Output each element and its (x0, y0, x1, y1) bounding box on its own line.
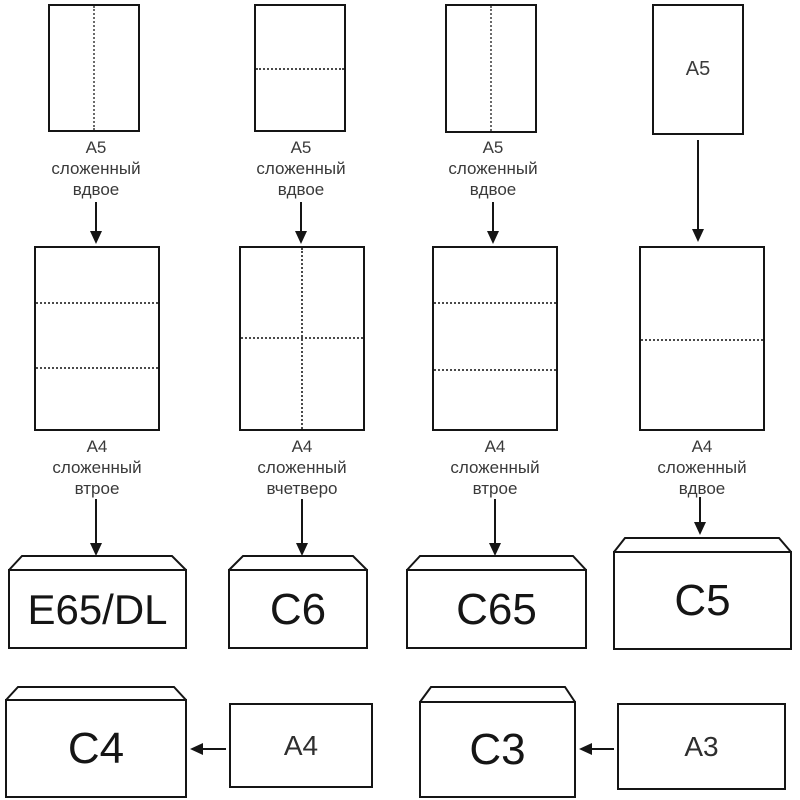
fold-line-horizontal (256, 68, 344, 70)
caption-line: A5 (85, 138, 107, 157)
fold-line-horizontal (434, 369, 556, 372)
caption-line: A5 (482, 138, 504, 157)
envelope-outline (406, 555, 587, 649)
fold-line-vertical (93, 6, 95, 130)
a5-sheet-col2 (254, 4, 346, 132)
envelope-outline (419, 686, 576, 798)
caption-line: вчетверо (266, 479, 338, 498)
envelope-label: C5 (674, 576, 731, 625)
sheet-label: A3 (684, 730, 719, 762)
envelope-c3: C3 (419, 686, 576, 798)
left-arrow (190, 742, 226, 756)
envelope-c6: C6 (228, 555, 368, 649)
envelope-outline (8, 555, 187, 649)
caption-line: A4 (484, 437, 506, 456)
a4-sheet-col1 (34, 246, 160, 431)
envelope-label: C4 (67, 724, 125, 773)
envelope-outline (5, 686, 187, 798)
caption-line: сложенный (52, 458, 142, 477)
sheet-label: A5 (685, 58, 711, 80)
a4-fold-caption-col4: A4 сложенный вдвое (622, 436, 782, 499)
caption-line: A5 (290, 138, 312, 157)
envelope-c65: C65 (406, 555, 587, 649)
a4-sheet-col3 (432, 246, 558, 431)
fold-line-horizontal (36, 367, 158, 370)
down-arrow (89, 202, 103, 244)
a5-fold-caption-col3: A5 сложенный вдвое (423, 137, 563, 200)
envelope-label: C3 (469, 725, 526, 774)
down-arrow (691, 140, 705, 242)
a4-fold-caption-col3: A4 сложенный втрое (415, 436, 575, 499)
caption-line: втрое (74, 479, 120, 498)
envelope-label: C6 (269, 584, 327, 634)
envelope-e65dl: E65/DL (8, 555, 187, 649)
caption-line: сложенный (448, 159, 538, 178)
fold-line-horizontal (434, 302, 556, 305)
a5-fold-caption-col2: A5 сложенный вдвое (231, 137, 371, 200)
down-arrow (89, 499, 103, 556)
envelope-label: E65/DL (27, 585, 168, 633)
a5-sheet-col4: A5 (652, 4, 744, 135)
caption-line: A4 (691, 437, 713, 456)
a4-fold-caption-col1: A4 сложенный втрое (17, 436, 177, 499)
down-arrow (294, 202, 308, 244)
down-arrow (295, 499, 309, 556)
envelope-outline (228, 555, 368, 649)
a5-sheet-col3 (445, 4, 537, 133)
down-arrow (486, 202, 500, 244)
down-arrow (693, 497, 707, 535)
sheet-label: A4 (283, 729, 319, 761)
caption-line: сложенный (51, 159, 141, 178)
a5-fold-caption-col1: A5 сложенный вдвое (26, 137, 166, 200)
a4-sheet-col4 (639, 246, 765, 431)
caption-line: сложенный (257, 458, 347, 477)
caption-line: втрое (472, 479, 518, 498)
caption-line: сложенный (450, 458, 540, 477)
fold-line-vertical (301, 248, 303, 429)
caption-line: сложенный (256, 159, 346, 178)
envelope-c5: C5 (613, 537, 792, 650)
fold-line-horizontal (36, 302, 158, 305)
caption-line: вдвое (277, 180, 325, 199)
caption-line: вдвое (678, 479, 726, 498)
caption-line: сложенный (657, 458, 747, 477)
fold-line-vertical (490, 6, 492, 131)
envelope-outline (613, 537, 792, 650)
a5-sheet-col1 (48, 4, 140, 132)
a4-fold-caption-col2: A4 сложенный вчетверо (222, 436, 382, 499)
a4-sheet-flat: A4 (229, 703, 373, 788)
left-arrow (579, 742, 614, 756)
caption-line: A4 (291, 437, 313, 456)
caption-line: A4 (86, 437, 108, 456)
a3-sheet-flat: A3 (617, 703, 786, 790)
envelope-label: C65 (456, 584, 537, 634)
envelope-c4-highlighted: C4 (5, 686, 187, 798)
fold-line-horizontal (641, 338, 763, 341)
down-arrow (488, 499, 502, 556)
caption-line: вдвое (72, 180, 120, 199)
a4-sheet-col2 (239, 246, 365, 431)
caption-line: вдвое (469, 180, 517, 199)
